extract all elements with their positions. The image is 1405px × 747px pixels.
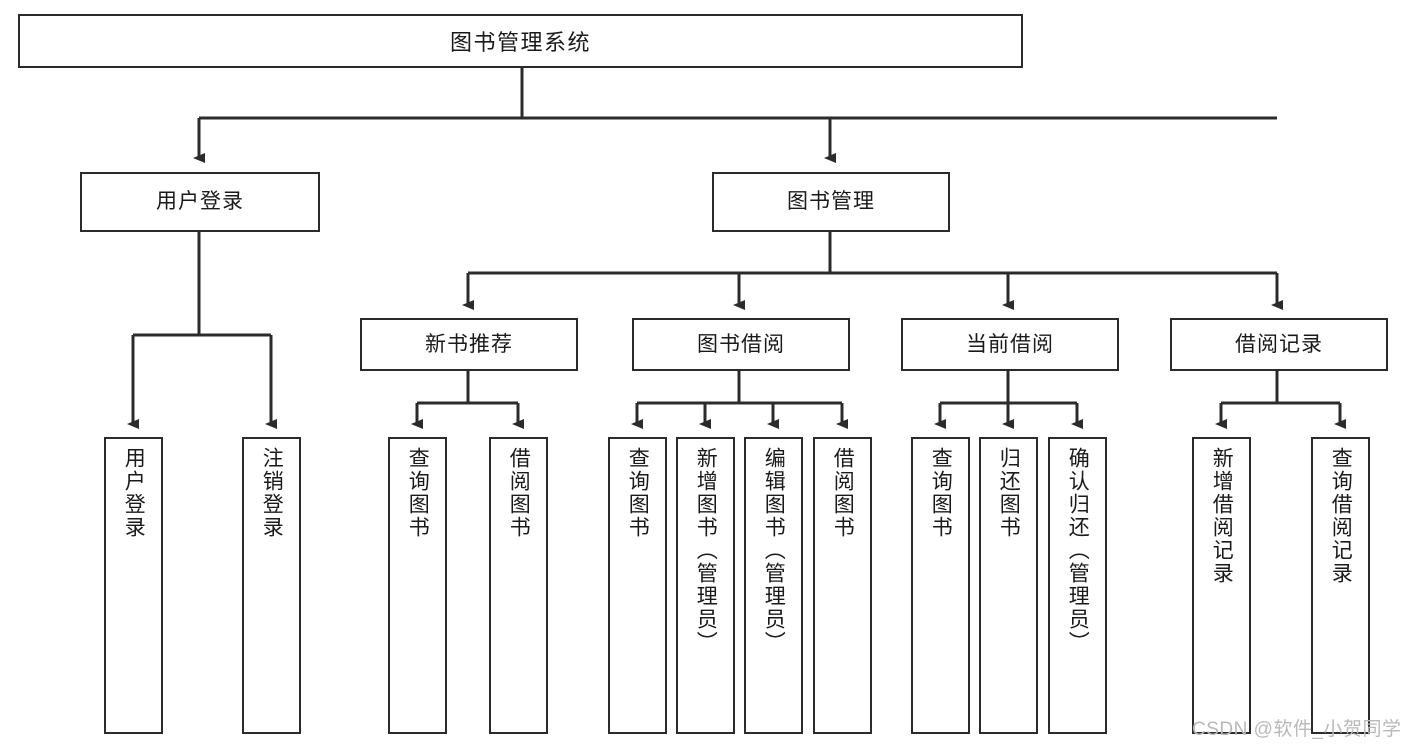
leaf-book-borrow-query-label: 查询图书 <box>626 447 650 539</box>
node-current-borrow-label: 当前借阅 <box>966 332 1054 356</box>
leaf-user-login-login[interactable]: 用户登录 <box>104 437 163 734</box>
leaf-borrow-record-add-label: 新增借阅记录 <box>1210 447 1234 585</box>
leaf-new-book-query-label: 查询图书 <box>406 447 430 539</box>
leaf-current-borrow-query[interactable]: 查询图书 <box>911 437 970 734</box>
node-book-management-label: 图书管理 <box>787 190 875 214</box>
leaf-new-book-borrow[interactable]: 借阅图书 <box>489 437 548 734</box>
leaf-current-borrow-return-label: 归还图书 <box>997 447 1021 539</box>
leaf-book-borrow-add[interactable]: 新增图书（管理员） <box>676 437 735 734</box>
node-book-management[interactable]: 图书管理 <box>712 172 950 232</box>
leaf-book-borrow-borrow[interactable]: 借阅图书 <box>813 437 872 734</box>
leaf-current-borrow-confirm-return-label: 确认归还（管理员） <box>1066 447 1090 654</box>
leaf-current-borrow-query-label: 查询图书 <box>929 447 953 539</box>
node-new-book-recommend[interactable]: 新书推荐 <box>360 318 578 371</box>
node-root[interactable]: 图书管理系统 <box>18 14 1023 68</box>
leaf-user-login-logout[interactable]: 注销登录 <box>242 437 301 734</box>
leaf-new-book-query[interactable]: 查询图书 <box>388 437 447 734</box>
node-user-login-label: 用户登录 <box>156 190 244 214</box>
leaf-book-borrow-edit[interactable]: 编辑图书（管理员） <box>744 437 803 734</box>
leaf-book-borrow-borrow-label: 借阅图书 <box>831 447 855 539</box>
leaf-current-borrow-return[interactable]: 归还图书 <box>979 437 1038 734</box>
leaf-user-login-login-label: 用户登录 <box>122 447 146 539</box>
leaf-borrow-record-query-label: 查询借阅记录 <box>1329 447 1353 585</box>
leaf-borrow-record-add[interactable]: 新增借阅记录 <box>1192 437 1251 734</box>
node-current-borrow[interactable]: 当前借阅 <box>901 318 1119 371</box>
node-borrow-record-label: 借阅记录 <box>1235 332 1323 356</box>
node-user-login[interactable]: 用户登录 <box>80 172 320 232</box>
node-book-borrow-label: 图书借阅 <box>697 332 785 356</box>
leaf-new-book-borrow-label: 借阅图书 <box>507 447 531 539</box>
leaf-book-borrow-query[interactable]: 查询图书 <box>608 437 667 734</box>
leaf-book-borrow-edit-label: 编辑图书（管理员） <box>762 447 786 654</box>
node-new-book-recommend-label: 新书推荐 <box>425 332 513 356</box>
leaf-borrow-record-query[interactable]: 查询借阅记录 <box>1311 437 1370 734</box>
leaf-user-login-logout-label: 注销登录 <box>260 447 284 539</box>
leaf-current-borrow-confirm-return[interactable]: 确认归还（管理员） <box>1048 437 1107 734</box>
node-book-borrow[interactable]: 图书借阅 <box>632 318 850 371</box>
leaf-book-borrow-add-label: 新增图书（管理员） <box>694 447 718 654</box>
node-root-label: 图书管理系统 <box>449 30 591 55</box>
node-borrow-record[interactable]: 借阅记录 <box>1170 318 1388 371</box>
